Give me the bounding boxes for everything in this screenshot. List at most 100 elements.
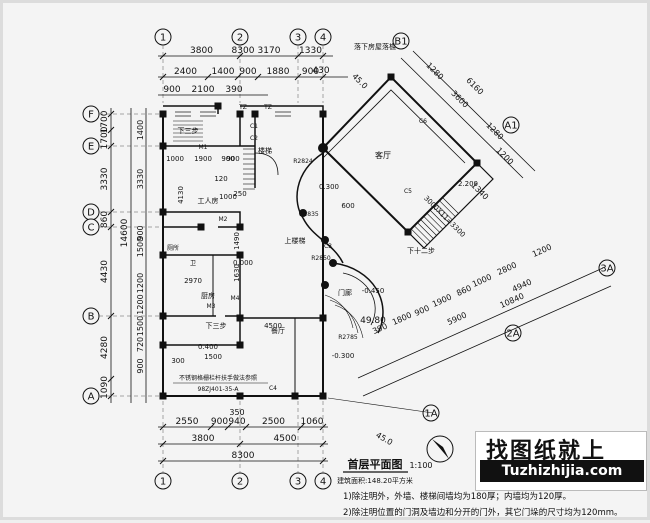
stair-tread-diag	[414, 225, 431, 243]
room-down-steps: 下三步	[178, 127, 199, 135]
dim-lower-right-0: 1200	[531, 242, 553, 259]
dim-tick	[159, 73, 167, 81]
section-note: 3000X11=3300	[422, 194, 467, 239]
dim-line-diag	[412, 50, 536, 172]
dim-tick	[224, 423, 232, 431]
stair-tread-diag	[442, 197, 460, 215]
room-down-twelve: 下十二步	[407, 246, 435, 255]
grid-bubble-a-label: A	[88, 392, 95, 403]
dim-left-inner-6: 1500	[136, 316, 145, 336]
dim-bottom-3: 2500	[262, 417, 285, 427]
living-room-inner	[322, 89, 466, 164]
interior-dim-0: 1000	[166, 155, 184, 163]
column	[236, 251, 244, 259]
dim-tick	[294, 73, 302, 81]
dim-lower-right-1: 2800	[496, 260, 518, 277]
dim-top2-3: 1880	[267, 67, 290, 77]
dim-top-2: 1330	[299, 46, 322, 56]
interior-dim-11: 300	[171, 357, 184, 365]
grid-bubble-top-4-label: 4	[320, 33, 326, 44]
dim-tick	[294, 52, 302, 60]
dim-lower-right3-1: 10840	[499, 291, 526, 310]
curved-wall	[296, 152, 344, 264]
round-column	[299, 209, 307, 217]
dim-top-0: 3800	[190, 46, 213, 56]
room-toilet: 厕所	[167, 244, 179, 252]
stair-curve	[254, 152, 279, 176]
watermark-title: 找图纸就上	[486, 439, 607, 464]
interior-dim-5: 1630	[233, 264, 241, 282]
misc-label-1: C2	[250, 135, 258, 142]
grid-bubble-b1-label: B1	[394, 37, 407, 48]
drawing-title: 首层平面图	[348, 457, 403, 471]
room-stair: 楼梯	[258, 146, 272, 155]
porch-arc	[332, 262, 384, 334]
dim-right-2: 3600	[449, 89, 470, 110]
round-column	[329, 259, 337, 267]
round-column	[321, 236, 329, 244]
dim-top3: 900	[163, 85, 180, 95]
drawing-area: 建筑面积:148.20平方米	[337, 476, 413, 485]
dim-top2-4: 900	[302, 67, 319, 77]
dim-lower-right-4: 1900	[431, 292, 453, 309]
dim-left-total: 14600	[120, 218, 130, 247]
stair-tread-diag	[420, 219, 437, 236]
grid-bubble-bottom-2-label: 2	[237, 477, 243, 488]
column	[197, 223, 205, 231]
dim-tick	[107, 312, 115, 320]
column	[291, 392, 299, 400]
column	[236, 314, 244, 322]
dim-tick	[236, 440, 244, 448]
dim-tick	[319, 423, 327, 431]
dim-bottom-4: 1060	[301, 417, 324, 427]
porch-arc-inner	[342, 272, 376, 326]
interior-dim-9: 0.400	[198, 343, 218, 351]
dim-left-1: 1700	[100, 126, 110, 149]
dim-tick	[319, 440, 327, 448]
interior-dim-3: 4130	[177, 186, 185, 204]
dim-left-inner-3: 1500	[136, 237, 145, 257]
interior-dim-10: 1500	[204, 353, 222, 361]
column	[319, 392, 327, 400]
dim-left-inner-0: 1400	[136, 120, 145, 140]
column	[159, 208, 167, 216]
interior-dim-14: 900	[226, 155, 239, 163]
misc-label-8: M3	[207, 303, 216, 310]
dim-tick	[107, 208, 115, 216]
stair-tread-diag	[426, 213, 444, 230]
drawing-scale: 1:100	[409, 461, 432, 470]
dim-left-inner-7: 720	[136, 337, 145, 352]
grid-bubble-b-label: B	[88, 312, 95, 323]
interior-dim-18: -0.300	[332, 352, 355, 360]
round-column	[321, 281, 329, 289]
grid-bubble-f-label: F	[88, 110, 94, 121]
dim-top-total: 8300	[232, 46, 255, 56]
column	[236, 223, 244, 231]
column	[473, 159, 481, 167]
room-wc: 卫	[190, 260, 196, 267]
misc-label-10: TZ	[238, 104, 247, 111]
dim-left-inner-4: 1200	[136, 273, 145, 293]
dim-lower-right-3: 860	[455, 283, 473, 297]
room-stair-up: 上楼梯	[285, 236, 306, 245]
interior-dim-8: 0.300	[319, 183, 339, 191]
column	[387, 73, 395, 81]
dim-line-diag	[362, 285, 612, 397]
dim-lower-right2: 4940	[511, 277, 533, 294]
dim-left-2: 3330	[100, 167, 110, 190]
grid-bubble-bottom-4-label: 4	[320, 477, 326, 488]
stair-tread-diag	[410, 228, 428, 246]
dim-lower-right3-0: 5900	[446, 310, 468, 327]
dim-top-1: 3170	[258, 46, 281, 56]
column	[159, 142, 167, 150]
watermark-url: Tuzhizhijia.com	[480, 460, 644, 482]
dim-tick	[159, 440, 167, 448]
dim-left-4: 4430	[100, 260, 110, 283]
column	[319, 314, 327, 322]
room-dining: 餐厅	[271, 326, 285, 335]
dim-bottom-2: 940	[228, 417, 245, 427]
dim-tick	[107, 142, 115, 150]
misc-label-13: R1835	[299, 211, 319, 218]
